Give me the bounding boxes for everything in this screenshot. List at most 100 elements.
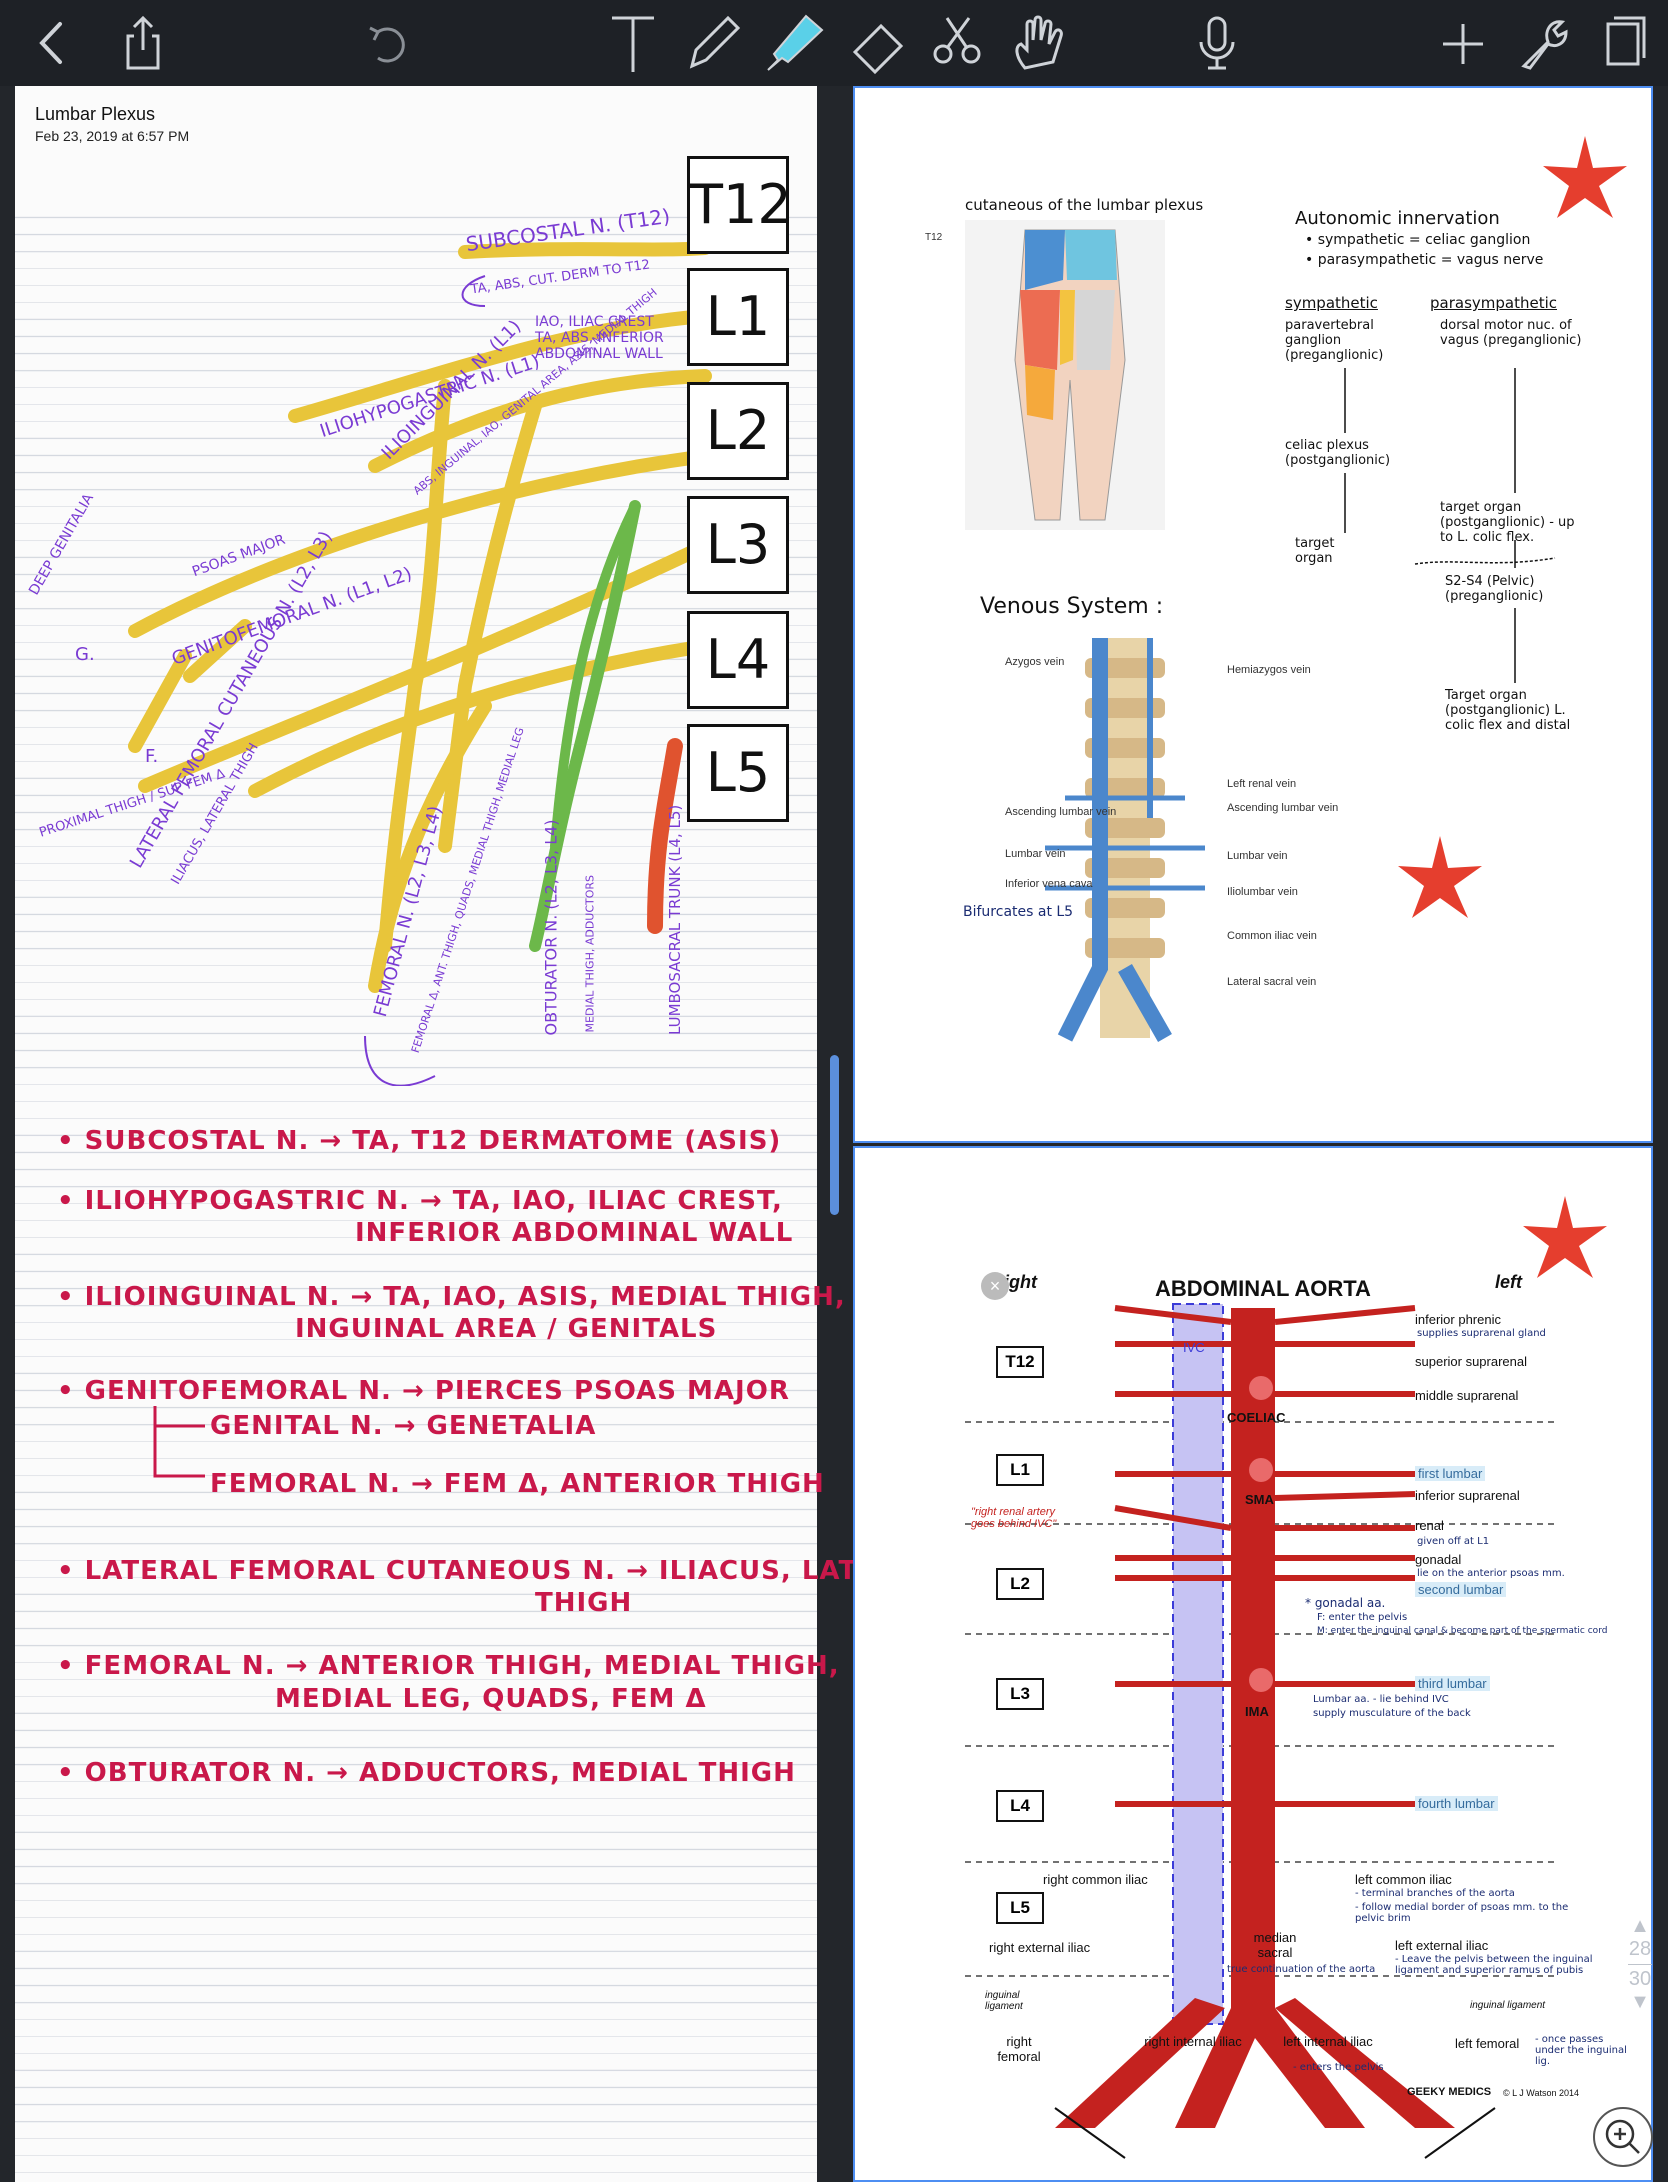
vein-lateral-sacral: Lateral sacral vein xyxy=(1227,976,1317,988)
branch-median-sacral: median sacral xyxy=(1253,1930,1297,1960)
abdominal-aorta-diagram xyxy=(965,1303,1555,2159)
vein-lumbar-left: Lumbar vein xyxy=(1227,850,1288,862)
credit-geeky-medics: GEEKY MEDICS xyxy=(1407,2086,1492,2098)
pager-divider xyxy=(1628,1964,1652,1965)
close-icon[interactable]: × xyxy=(981,1272,1009,1300)
note-page-right-top[interactable]: cutaneous of the lumbar plexus T12 Auton… xyxy=(853,86,1653,1143)
highlighter-tool-icon[interactable] xyxy=(760,10,826,76)
red-star-icon xyxy=(1543,136,1627,218)
branch-left-external-iliac: left external iliac xyxy=(1395,1938,1489,1953)
branch-second-lumbar: second lumbar xyxy=(1415,1582,1507,1597)
note-ilioinguinal-2: INGUINAL AREA / GENITALS xyxy=(295,1314,718,1344)
wrench-icon[interactable] xyxy=(1510,10,1576,76)
level-l3: L3 xyxy=(996,1678,1044,1710)
pages-icon[interactable] xyxy=(1590,10,1656,76)
note-iliohypogastric-2: INFERIOR ABDOMINAL WALL xyxy=(355,1218,794,1248)
ann-psoas: lie on the anterior psoas mm. xyxy=(1417,1568,1565,1579)
ann-gonadal-f: F: enter the pelvis xyxy=(1317,1612,1408,1623)
vein-ascending-lumbar-right: Ascending lumbar vein xyxy=(1005,806,1117,818)
ann-lumbar-aa: Lumbar aa. - lie behind IVC xyxy=(1313,1694,1449,1705)
autonomic-title: Autonomic innervation xyxy=(1295,208,1500,229)
vein-lumbar-right: Lumbar vein xyxy=(1005,848,1066,860)
ann-gonadal-m: M: enter the inguinal canal & become par… xyxy=(1317,1626,1608,1636)
sympathetic-heading: sympathetic xyxy=(1285,294,1378,312)
label-obturator: OBTURATOR N. (L2, L3, L4) xyxy=(541,819,561,1036)
note-genital-branch: GENITAL N. → GENETALIA xyxy=(210,1411,597,1441)
level-box-l5: L5 xyxy=(687,724,789,822)
note-page-right-bottom[interactable]: ABDOMINAL AORTA right left IVC T12 L1 L2… xyxy=(853,1146,1653,2182)
branch-right-external-iliac: right external iliac xyxy=(989,1940,1091,1955)
credit-watson: © L J Watson 2014 xyxy=(1503,2088,1580,2098)
branch-left-common-iliac: left common iliac xyxy=(1355,1872,1452,1887)
right-inguinal-ligament: inguinal ligament xyxy=(985,1990,1023,2012)
note-genitofemoral: • GENITOFEMORAL N. → PIERCES PSOAS MAJOR xyxy=(57,1376,790,1406)
page-counter[interactable]: ▲ 28 30 ▼ xyxy=(1620,1915,1660,2014)
branch-left-internal-iliac: left internal iliac xyxy=(1283,2034,1373,2049)
text-tool-icon[interactable] xyxy=(600,10,666,76)
ann-suprarenal: supplies suprarenal gland xyxy=(1417,1328,1546,1339)
microphone-icon[interactable] xyxy=(1184,10,1250,76)
aorta-left-label: left xyxy=(1495,1272,1522,1292)
fig-label-iliohypo: T12 xyxy=(925,232,943,243)
ann-enters-pelvis: - enters the pelvis xyxy=(1293,2062,1384,2073)
share-icon[interactable] xyxy=(110,10,176,76)
label-iliohypo-desc: IAO, ILIAC CREST xyxy=(535,314,654,330)
note-lat-fem-cutaneous-2: THIGH xyxy=(535,1588,633,1618)
branch-right-internal-iliac: right internal iliac xyxy=(1144,2034,1242,2049)
note-header: Lumbar Plexus Feb 23, 2019 at 6:57 PM xyxy=(15,86,817,196)
label-f: F. xyxy=(145,746,159,767)
pen-tool-icon[interactable] xyxy=(680,10,746,76)
undo-icon[interactable] xyxy=(356,10,422,76)
add-icon[interactable] xyxy=(1430,10,1496,76)
lasso-tool-icon[interactable] xyxy=(925,10,991,76)
level-l5: L5 xyxy=(996,1892,1044,1924)
zoom-icon[interactable] xyxy=(1593,2107,1653,2167)
label-lumbosacral: LUMBOSACRAL TRUNK (L4, L5) xyxy=(666,804,684,1035)
pager-up-icon[interactable]: ▲ xyxy=(1630,1915,1650,1937)
sym-step-2: celiac plexus (postganglionic) xyxy=(1285,438,1391,468)
page-scroll-indicator[interactable] xyxy=(830,1055,839,1215)
ivc-label: IVC xyxy=(1183,1340,1205,1355)
bifurcates-note: Bifurcates at L5 xyxy=(963,904,1074,920)
note-subcostal: • SUBCOSTAL N. → TA, T12 DERMATOME (ASIS… xyxy=(57,1126,782,1156)
ann-given-off: given off at L1 xyxy=(1417,1536,1490,1547)
lumbar-plexus-diagram xyxy=(128,241,712,1086)
hand-tool-icon[interactable] xyxy=(1005,10,1071,76)
ann-inguinal-lig: - once passes under the inguinal lig. xyxy=(1535,2034,1627,2067)
level-t12: T12 xyxy=(996,1346,1044,1378)
branch-middle-suprarenal: middle suprarenal xyxy=(1415,1388,1519,1403)
label-g: G. xyxy=(75,644,95,665)
branch-inferior-phrenic: inferior phrenic xyxy=(1415,1312,1501,1327)
ann-true-continuation: true continuation of the aorta xyxy=(1227,1964,1376,1975)
parasympathetic-heading: parasympathetic xyxy=(1430,294,1558,312)
ann-gonadal: * gonadal aa. xyxy=(1305,1596,1386,1610)
pager-down-icon[interactable]: ▼ xyxy=(1630,1991,1650,2013)
red-star-icon xyxy=(1523,1196,1607,1278)
note-femoral: • FEMORAL N. → ANTERIOR THIGH, MEDIAL TH… xyxy=(57,1651,840,1681)
aorta-title: ABDOMINAL AORTA xyxy=(1155,1276,1371,1301)
label-iliohypo-desc3: ABDOMINAL WALL xyxy=(535,346,663,362)
sym-step-1: paravertebral ganglion (preganglionic) xyxy=(1285,318,1384,363)
label-obturator-sub: MEDIAL THIGH, ADDUCTORS xyxy=(583,874,597,1033)
note-page-left[interactable]: Lumbar Plexus Feb 23, 2019 at 6:57 PM T1… xyxy=(15,86,935,2182)
vein-ivc: Inferior vena cava xyxy=(1005,878,1093,890)
ann-psoas-brim: - follow medial border of psoas mm. to t… xyxy=(1355,1902,1569,1924)
autonomic-arrows xyxy=(1344,368,1556,683)
vein-common-iliac: Common iliac vein xyxy=(1227,930,1317,942)
eraser-tool-icon[interactable] xyxy=(845,10,911,76)
back-icon[interactable] xyxy=(20,10,86,76)
para-step-2: target organ (postganglionic) - up to L.… xyxy=(1440,500,1575,545)
trunk-coeliac: COELIAC xyxy=(1227,1410,1286,1425)
branch-left-femoral: left femoral xyxy=(1455,2036,1520,2051)
level-box-l4: L4 xyxy=(687,611,789,709)
venous-figure xyxy=(1005,638,1235,1048)
sym-step-3: target organ xyxy=(1295,536,1335,566)
level-box-l2: L2 xyxy=(687,382,789,480)
branch-gonadal: gonadal xyxy=(1415,1552,1462,1567)
venous-title: Venous System : xyxy=(980,594,1164,619)
para-step-4: Target organ (postganglionic) L. colic f… xyxy=(1445,688,1571,733)
branch-arrow-icon xyxy=(153,1406,205,1478)
branch-fourth-lumbar: fourth lumbar xyxy=(1415,1796,1498,1811)
vein-left-renal: Left renal vein xyxy=(1227,778,1297,790)
branch-first-lumbar: first lumbar xyxy=(1415,1466,1486,1481)
